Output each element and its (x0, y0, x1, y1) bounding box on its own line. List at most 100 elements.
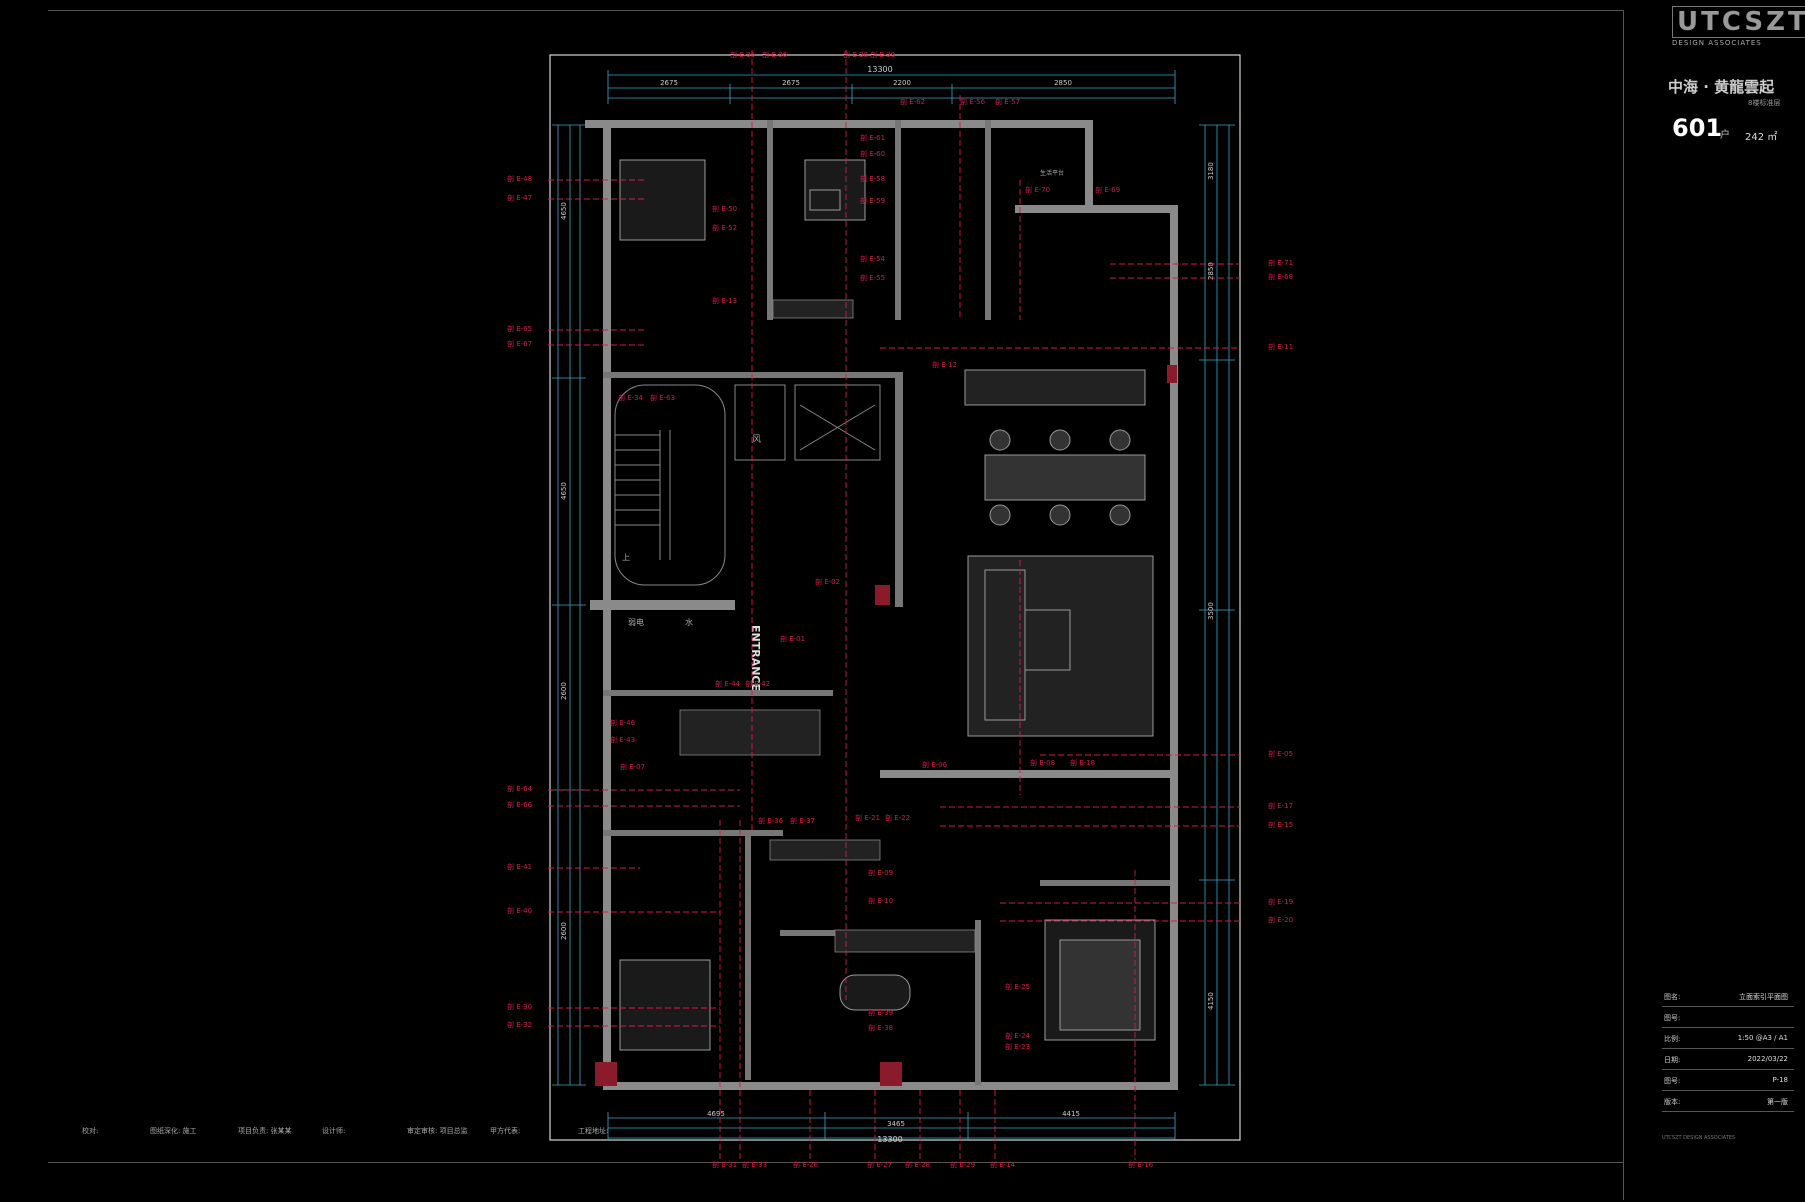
bottom-field-review: 审定审核: 项目总监 (407, 1126, 468, 1136)
section-tag-inner-26: 剖 E-18 (1070, 758, 1095, 767)
section-tag-left-9: 剖 E-30 (507, 1002, 532, 1011)
field-label: 工程地址: (578, 1127, 609, 1135)
wind-shaft-label: 风 (752, 434, 761, 445)
red-pillar-2 (595, 1062, 617, 1086)
section-tag-top-1: 剖 E-35 (730, 50, 755, 59)
row-label: 图号: (1664, 1077, 1681, 1085)
section-tag-inner-30: 剖 E-21 (855, 813, 880, 822)
kitchen-island (964, 369, 1146, 406)
section-tag-inner-1: 剖 E-62 (900, 97, 925, 106)
company-logo: UTCSZT DESIGN ASSOCIATES (1672, 6, 1805, 47)
bottom-field-client: 甲方代表: (490, 1126, 520, 1136)
title-block-row: 日期: 2022/03/22 (1662, 1049, 1794, 1070)
weak-electric-label: 弱电 (628, 617, 644, 627)
top-dimension-lines (607, 70, 1176, 104)
row-label: 日期: (1664, 1056, 1681, 1064)
top-dim-2: 2675 (782, 79, 800, 87)
bottom-border-line (48, 1162, 1623, 1163)
field-label: 校对: (82, 1127, 99, 1135)
desk-room (804, 159, 866, 221)
field-label: 图纸深化: (150, 1127, 181, 1135)
field-value: 张某某 (270, 1127, 292, 1135)
section-tag-inner-29: 剖 E-37 (790, 816, 815, 825)
section-tag-inner-23: 剖 E-43 (610, 735, 635, 744)
title-block-row: 版本: 第一版 (1662, 1091, 1794, 1112)
red-pillar-4 (1167, 365, 1177, 383)
top-overall-dim: 13300 (867, 65, 892, 74)
red-pillar-1 (875, 585, 890, 605)
red-pillar-3 (880, 1062, 902, 1086)
left-dim-4: 2600 (560, 922, 568, 940)
title-block-row: 图号: P-18 (1662, 1070, 1794, 1091)
section-tag-inner-38: 剖 E-10 (868, 896, 893, 905)
section-tag-inner-22: 剖 E-46 (610, 718, 636, 727)
section-tag-inner-2: 剖 E-56 (960, 97, 986, 106)
bottom-dim-2: 3465 (887, 1120, 905, 1128)
right-dim-2: 2850 (1207, 262, 1215, 280)
section-tag-inner-21: 剖 E-42 (745, 679, 770, 688)
left-dim-3: 2600 (560, 682, 568, 700)
section-tag-inner-33: 剖 E-24 (1005, 1031, 1031, 1040)
section-tag-inner-31: 剖 E-22 (885, 813, 910, 822)
bottom-field-designer: 设计师: (322, 1126, 345, 1136)
section-tag-inner-8: 剖 E-50 (712, 204, 737, 213)
field-label: 甲方代表: (490, 1127, 521, 1135)
section-tag-right-5: 剖 E-17 (1268, 801, 1293, 810)
right-dimension-lines (1199, 124, 1235, 1086)
logo-subtitle: DESIGN ASSOCIATES (1672, 39, 1762, 47)
section-tag-bottom-8: 剖 E-16 (1128, 1160, 1154, 1169)
section-tag-inner-10: 剖 E-54 (860, 254, 886, 263)
field-value: 项目总监 (439, 1127, 468, 1135)
unit-number: 601 (1672, 114, 1723, 142)
stair-up-label: 上 (622, 553, 630, 562)
section-tag-inner-28: 剖 E-36 (758, 816, 784, 825)
section-tag-bottom-3: 剖 E-26 (793, 1160, 819, 1169)
section-tag-left-6: 剖 E-66 (507, 800, 533, 809)
bathtub (839, 974, 911, 1011)
row-value: 第一版 (1767, 1098, 1788, 1106)
bed-room-2 (619, 959, 711, 1051)
section-tag-inner-11: 剖 E-55 (860, 273, 885, 282)
bottom-overall-dim: 13300 (877, 1135, 902, 1144)
section-tag-right-7: 剖 E-19 (1268, 897, 1293, 906)
section-tag-inner-36: 剖 E-38 (868, 1023, 893, 1032)
section-tag-inner-19: 剖 E-01 (780, 634, 805, 643)
top-dim-3: 2200 (893, 79, 911, 87)
row-value: 1:50 @A3 / A1 (1737, 1034, 1788, 1042)
section-tag-inner-14: 剖 E-13 (712, 296, 737, 305)
bed-room-1 (619, 159, 706, 241)
title-block-row: 比例: 1:50 @A3 / A1 (1662, 1028, 1794, 1049)
section-tag-inner-17: 剖 E-63 (650, 393, 675, 402)
section-tag-left-5: 剖 E-64 (507, 784, 533, 793)
section-lines (548, 50, 1240, 1160)
side-border-line (1623, 10, 1624, 1200)
bottom-dimension-lines (607, 1112, 1176, 1140)
section-tag-left-2: 剖 E-47 (507, 193, 532, 202)
row-label: 比例: (1664, 1035, 1681, 1043)
unit-suffix: 户 (1720, 130, 1730, 141)
bottom-dim-1: 4695 (707, 1110, 725, 1118)
section-tag-left-1: 剖 E-48 (507, 174, 532, 183)
wardrobes (679, 299, 976, 953)
section-tag-inner-34: 剖 E-23 (1005, 1042, 1030, 1051)
field-label: 项目负责: (238, 1127, 269, 1135)
section-tag-inner-5: 剖 E-60 (860, 149, 885, 158)
section-tag-inner-32: 剖 E-25 (1005, 982, 1030, 991)
company-info: UTCSZT DESIGN ASSOCIATES (1662, 1135, 1736, 1141)
bottom-field-project-lead: 项目负责: 张某某 (238, 1126, 292, 1136)
section-tag-top-2: 剖 E-36 (762, 50, 788, 59)
top-border-line (48, 10, 1623, 11)
section-tag-right-3: 剖 E-11 (1268, 342, 1293, 351)
bottom-dim-3: 4415 (1062, 1110, 1080, 1118)
section-tag-inner-24: 剖 E-07 (620, 762, 645, 771)
dining-table (984, 429, 1146, 526)
section-tag-inner-9: 剖 E-52 (712, 223, 737, 232)
section-tag-inner-37: 剖 E-09 (868, 868, 893, 877)
elevator-shaft (734, 384, 881, 461)
section-tag-right-4: 剖 E-05 (1268, 749, 1293, 758)
section-tag-bottom-5: 剖 E-28 (905, 1160, 930, 1169)
section-tag-inner-27: 剖 E-08 (1030, 758, 1055, 767)
field-label: 设计师: (322, 1127, 346, 1135)
field-value: 施工 (182, 1127, 197, 1135)
right-dim-4: 4150 (1207, 992, 1215, 1010)
